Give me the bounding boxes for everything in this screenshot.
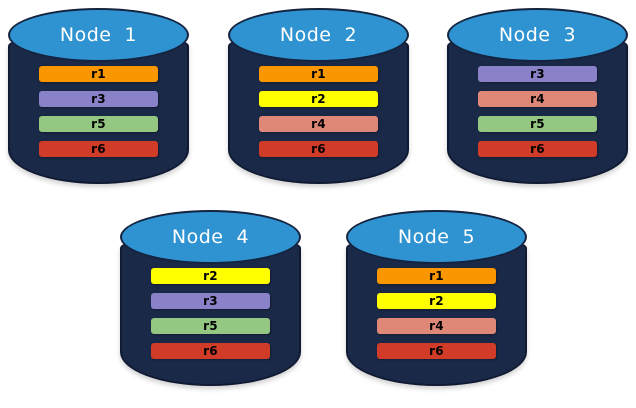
replica-label: r3 (530, 67, 545, 81)
replica-bar[interactable]: r4 (259, 116, 378, 132)
replica-label: r6 (530, 142, 545, 156)
replica-list: r2 r3 r5 r6 (151, 268, 270, 359)
replica-bar[interactable]: r3 (151, 293, 270, 309)
replica-label: r6 (429, 344, 444, 358)
replica-list: r1 r2 r4 r6 (377, 268, 496, 359)
replica-bar[interactable]: r6 (259, 141, 378, 157)
replica-label: r4 (311, 117, 326, 131)
replica-bar[interactable]: r6 (39, 141, 158, 157)
replica-label: r4 (530, 92, 545, 106)
replica-label: r5 (203, 319, 218, 333)
replica-label: r2 (311, 92, 326, 106)
replica-label: r1 (429, 269, 444, 283)
cylinder-top-ellipse (346, 210, 527, 264)
replica-bar[interactable]: r5 (478, 116, 597, 132)
replica-bar[interactable]: r2 (259, 91, 378, 107)
replica-label: r4 (429, 319, 444, 333)
replica-label: r6 (91, 142, 106, 156)
replica-label: r6 (311, 142, 326, 156)
node-title: Node 4 (171, 226, 250, 248)
replica-bar[interactable]: r1 (39, 66, 158, 82)
cylinder-top-ellipse (447, 8, 628, 62)
replica-label: r3 (203, 294, 218, 308)
node-title: Node 2 (279, 24, 358, 46)
cylinder-body (447, 32, 628, 184)
replica-label: r3 (91, 92, 106, 106)
node-cylinder[interactable]: Node 3 r3 r4 r5 r6 (447, 6, 628, 196)
replica-bar[interactable]: r5 (151, 318, 270, 334)
replica-bar[interactable]: r1 (377, 268, 496, 284)
replica-list: r1 r3 r5 r6 (39, 66, 158, 157)
replica-bar[interactable]: r3 (39, 91, 158, 107)
node-cylinder[interactable]: Node 1 r1 r3 r5 r6 (8, 6, 189, 196)
node-cylinder[interactable]: Node 5 r1 r2 r4 r6 (346, 208, 527, 398)
replica-bar[interactable]: r6 (478, 141, 597, 157)
replica-label: r5 (530, 117, 545, 131)
replica-bar[interactable]: r3 (478, 66, 597, 82)
replica-label: r5 (91, 117, 106, 131)
replica-bar[interactable]: r4 (478, 91, 597, 107)
replica-label: r2 (429, 294, 444, 308)
node-title: Node 3 (498, 24, 577, 46)
replica-bar[interactable]: r5 (39, 116, 158, 132)
replica-bar[interactable]: r2 (151, 268, 270, 284)
cylinder-top-ellipse (8, 8, 189, 62)
replica-bar[interactable]: r2 (377, 293, 496, 309)
replica-bar[interactable]: r6 (151, 343, 270, 359)
node-title: Node 1 (59, 24, 138, 46)
replica-bar[interactable]: r4 (377, 318, 496, 334)
node-title: Node 5 (397, 226, 476, 248)
replica-label: r6 (203, 344, 218, 358)
replica-list: r1 r2 r4 r6 (259, 66, 378, 157)
cylinder-top-ellipse (120, 210, 301, 264)
cylinder-top-ellipse (228, 8, 409, 62)
replica-label: r1 (311, 67, 326, 81)
replica-label: r2 (203, 269, 218, 283)
replica-list: r3 r4 r5 r6 (478, 66, 597, 157)
replica-label: r1 (91, 67, 106, 81)
replica-bar[interactable]: r1 (259, 66, 378, 82)
node-cylinder[interactable]: Node 2 r1 r2 r4 r6 (228, 6, 409, 196)
node-cylinder[interactable]: Node 4 r2 r3 r5 r6 (120, 208, 301, 398)
replica-bar[interactable]: r6 (377, 343, 496, 359)
